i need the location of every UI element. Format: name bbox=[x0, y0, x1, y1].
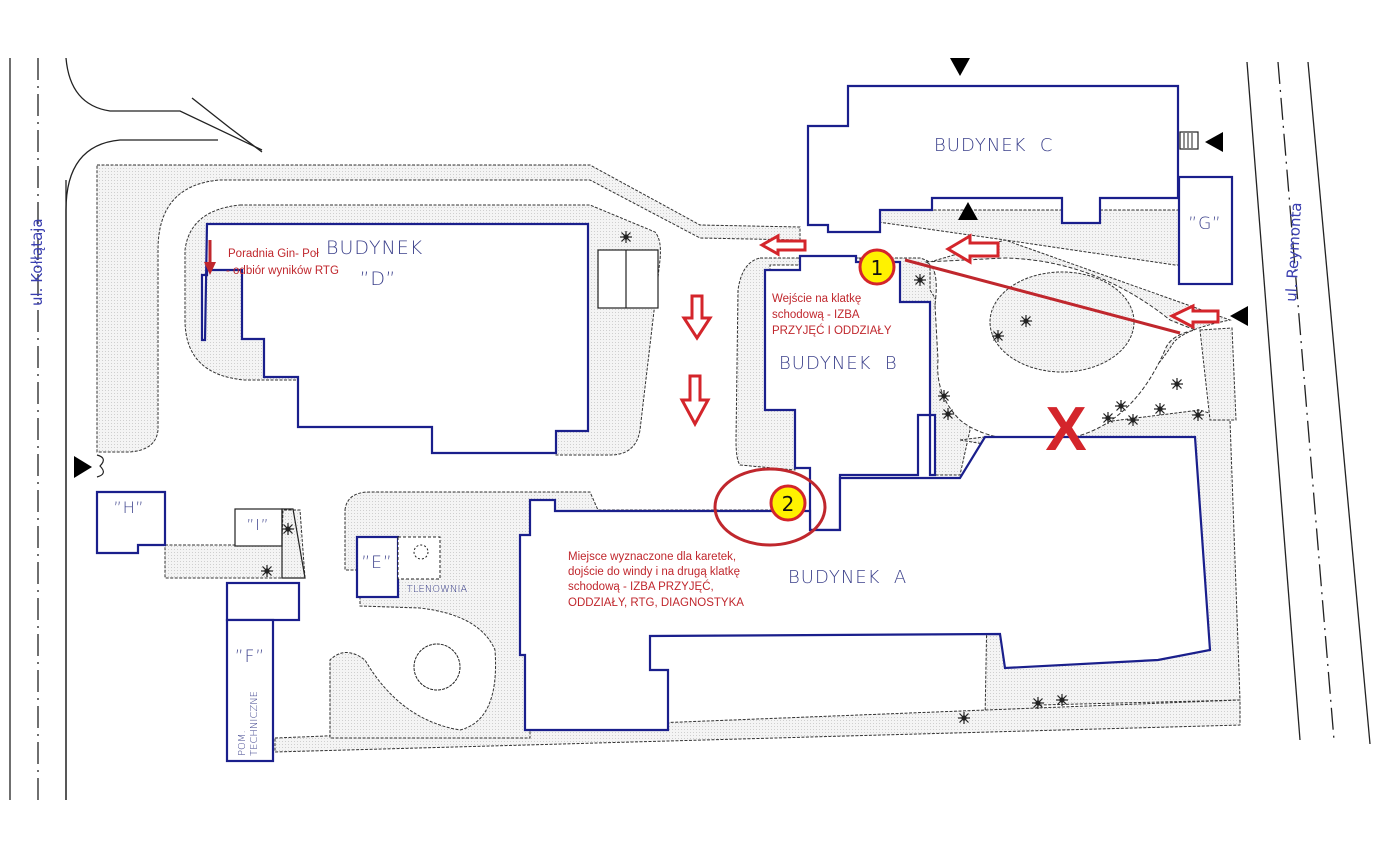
building-b-label: BUDYNEK B bbox=[779, 353, 898, 374]
access-road bbox=[65, 57, 263, 800]
entrance1-note-line-3: PRZYJĘĆ I ODDZIAŁY bbox=[772, 324, 892, 337]
arrow-left-icon bbox=[945, 233, 1000, 265]
tree-icon bbox=[941, 407, 955, 421]
clinic-arrow-icon bbox=[204, 240, 216, 275]
loop-island bbox=[413, 643, 461, 691]
stairs-icon bbox=[1179, 131, 1199, 150]
building-g[interactable] bbox=[1177, 175, 1234, 286]
tree-icon bbox=[957, 711, 971, 725]
building-a-label: BUDYNEK A bbox=[788, 567, 907, 588]
oxygen-station-label: TLENOWNIA bbox=[407, 584, 468, 595]
entrance1-note-line-2: schodową - IZBA bbox=[772, 309, 860, 321]
building-f-sublabel-2: TECHNICZNE bbox=[249, 691, 260, 756]
entry-triangle-icon bbox=[1205, 132, 1223, 152]
building-f-label: ”F” bbox=[235, 647, 265, 667]
building-c-label: BUDYNEK C bbox=[934, 135, 1054, 156]
building-b[interactable] bbox=[763, 254, 937, 532]
entrance1-note: Wejście na klatkę schodową - IZBA PRZYJĘ… bbox=[772, 293, 892, 337]
entry-markers bbox=[74, 58, 1248, 478]
tree-icon bbox=[260, 564, 274, 578]
roundabout bbox=[924, 257, 1197, 442]
ambulance-note-line-2: dojście do windy i na drugą klatkę bbox=[568, 566, 740, 578]
entry-triangle-icon bbox=[1230, 306, 1248, 326]
building-d-label-2: ”D” bbox=[360, 268, 397, 290]
street-right-label: ul. Reymonta bbox=[1282, 202, 1305, 302]
building-d[interactable] bbox=[200, 222, 590, 455]
ambulance-note-line-3: schodową - IZBA PRZYJĘĆ, bbox=[568, 580, 714, 593]
entrance-marker-1-number: 1 bbox=[871, 256, 884, 280]
ambulance-area-highlight bbox=[713, 467, 827, 547]
building-i[interactable] bbox=[234, 508, 306, 579]
building-i-label: ”I” bbox=[247, 516, 270, 534]
tree-icon bbox=[1126, 413, 1140, 427]
tree-icon bbox=[1101, 411, 1115, 425]
building-h[interactable] bbox=[95, 490, 167, 555]
building-e[interactable] bbox=[355, 535, 441, 599]
tree-icon bbox=[1191, 408, 1205, 422]
entry-triangle-icon bbox=[74, 456, 92, 478]
clinic-note: Poradnia Gin- Poł - odbiór wyników RTG bbox=[226, 248, 339, 277]
street-right bbox=[1246, 61, 1371, 745]
tree-icon bbox=[1153, 402, 1167, 416]
tree-icon bbox=[937, 389, 951, 403]
tree-icon bbox=[281, 522, 295, 536]
building-f-sublabel-1: POM. bbox=[237, 730, 248, 756]
arrow-down-icon bbox=[681, 294, 713, 341]
tree-icon bbox=[619, 230, 633, 244]
tree-icon bbox=[1170, 377, 1184, 391]
building-h-label: ”H” bbox=[113, 498, 144, 517]
entrance-marker-1[interactable]: 1 bbox=[858, 248, 896, 286]
tree-icon bbox=[1019, 314, 1033, 328]
arrow-down-icon bbox=[679, 374, 711, 428]
ambulance-note: Miejsce wyznaczone dla karetek, dojście … bbox=[568, 551, 744, 609]
tree-icon bbox=[1055, 693, 1069, 707]
entry-triangle-icon bbox=[950, 58, 970, 76]
clinic-note-line-2: - odbiór wyników RTG bbox=[226, 265, 339, 277]
entry-triangle-icon bbox=[958, 202, 978, 220]
tree-icon bbox=[913, 273, 927, 287]
street-left bbox=[9, 58, 67, 800]
arrow-left-icon bbox=[1168, 303, 1220, 330]
clinic-note-line-1: Poradnia Gin- Poł bbox=[228, 248, 319, 260]
entrance-marker-2[interactable]: 2 bbox=[769, 484, 807, 522]
arrow-left-icon bbox=[758, 233, 807, 257]
building-f[interactable] bbox=[225, 581, 301, 763]
building-g-label: ”G” bbox=[1188, 214, 1221, 234]
closed-x: X bbox=[1045, 395, 1086, 464]
entrance-marker-2-number: 2 bbox=[782, 492, 795, 516]
direction-arrows bbox=[679, 233, 1220, 428]
tree-icon bbox=[991, 329, 1005, 343]
ambulance-note-line-4: ODDZIAŁY, RTG, DIAGNOSTYKA bbox=[568, 597, 744, 609]
building-c[interactable] bbox=[806, 84, 1180, 234]
closed-route-marker: X bbox=[1045, 395, 1086, 464]
tree-icon bbox=[1031, 696, 1045, 710]
building-a[interactable] bbox=[518, 435, 1212, 732]
building-e-label: ”E” bbox=[361, 553, 392, 573]
street-left-label: ul. Kołłątaja bbox=[28, 218, 46, 306]
route-line bbox=[904, 258, 1181, 335]
entrance1-note-line-1: Wejście na klatkę bbox=[772, 293, 861, 305]
tree-icon bbox=[1114, 399, 1128, 413]
building-d-annex bbox=[597, 249, 659, 309]
gate-left bbox=[96, 454, 104, 478]
building-d-label-1: BUDYNEK bbox=[326, 237, 423, 259]
ambulance-note-line-1: Miejsce wyznaczone dla karetek, bbox=[568, 551, 736, 563]
